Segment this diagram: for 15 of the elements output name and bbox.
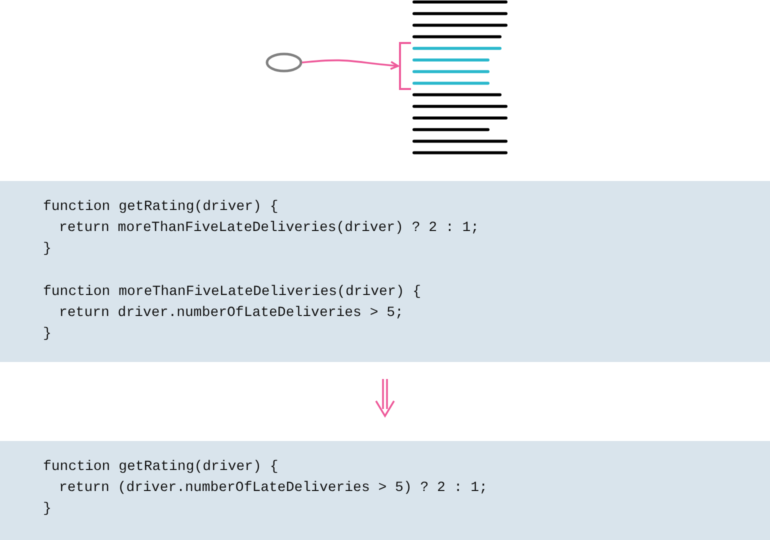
code-line: return driver.numberOfLateDeliveries > 5; <box>59 304 404 323</box>
code-line: function moreThanFiveLateDeliveries(driver) { <box>43 283 422 302</box>
code-line: return moreThanFiveLateDeliveries(driver) ? 2 : 1; <box>59 219 480 238</box>
arrow <box>302 59 399 70</box>
oval-shape <box>266 52 302 72</box>
code-block <box>0 181 770 362</box>
code-line: function getRating(driver) { <box>43 458 278 477</box>
bracket <box>399 42 411 90</box>
code-line: function getRating(driver) { <box>43 198 278 217</box>
code-block <box>0 441 770 540</box>
code-line: } <box>43 240 52 259</box>
code-line: } <box>43 325 52 344</box>
code-line: return (driver.numberOfLateDeliveries > 5) ? 2 : 1; <box>59 479 488 498</box>
arrow <box>375 378 395 418</box>
code-line: } <box>43 500 52 519</box>
